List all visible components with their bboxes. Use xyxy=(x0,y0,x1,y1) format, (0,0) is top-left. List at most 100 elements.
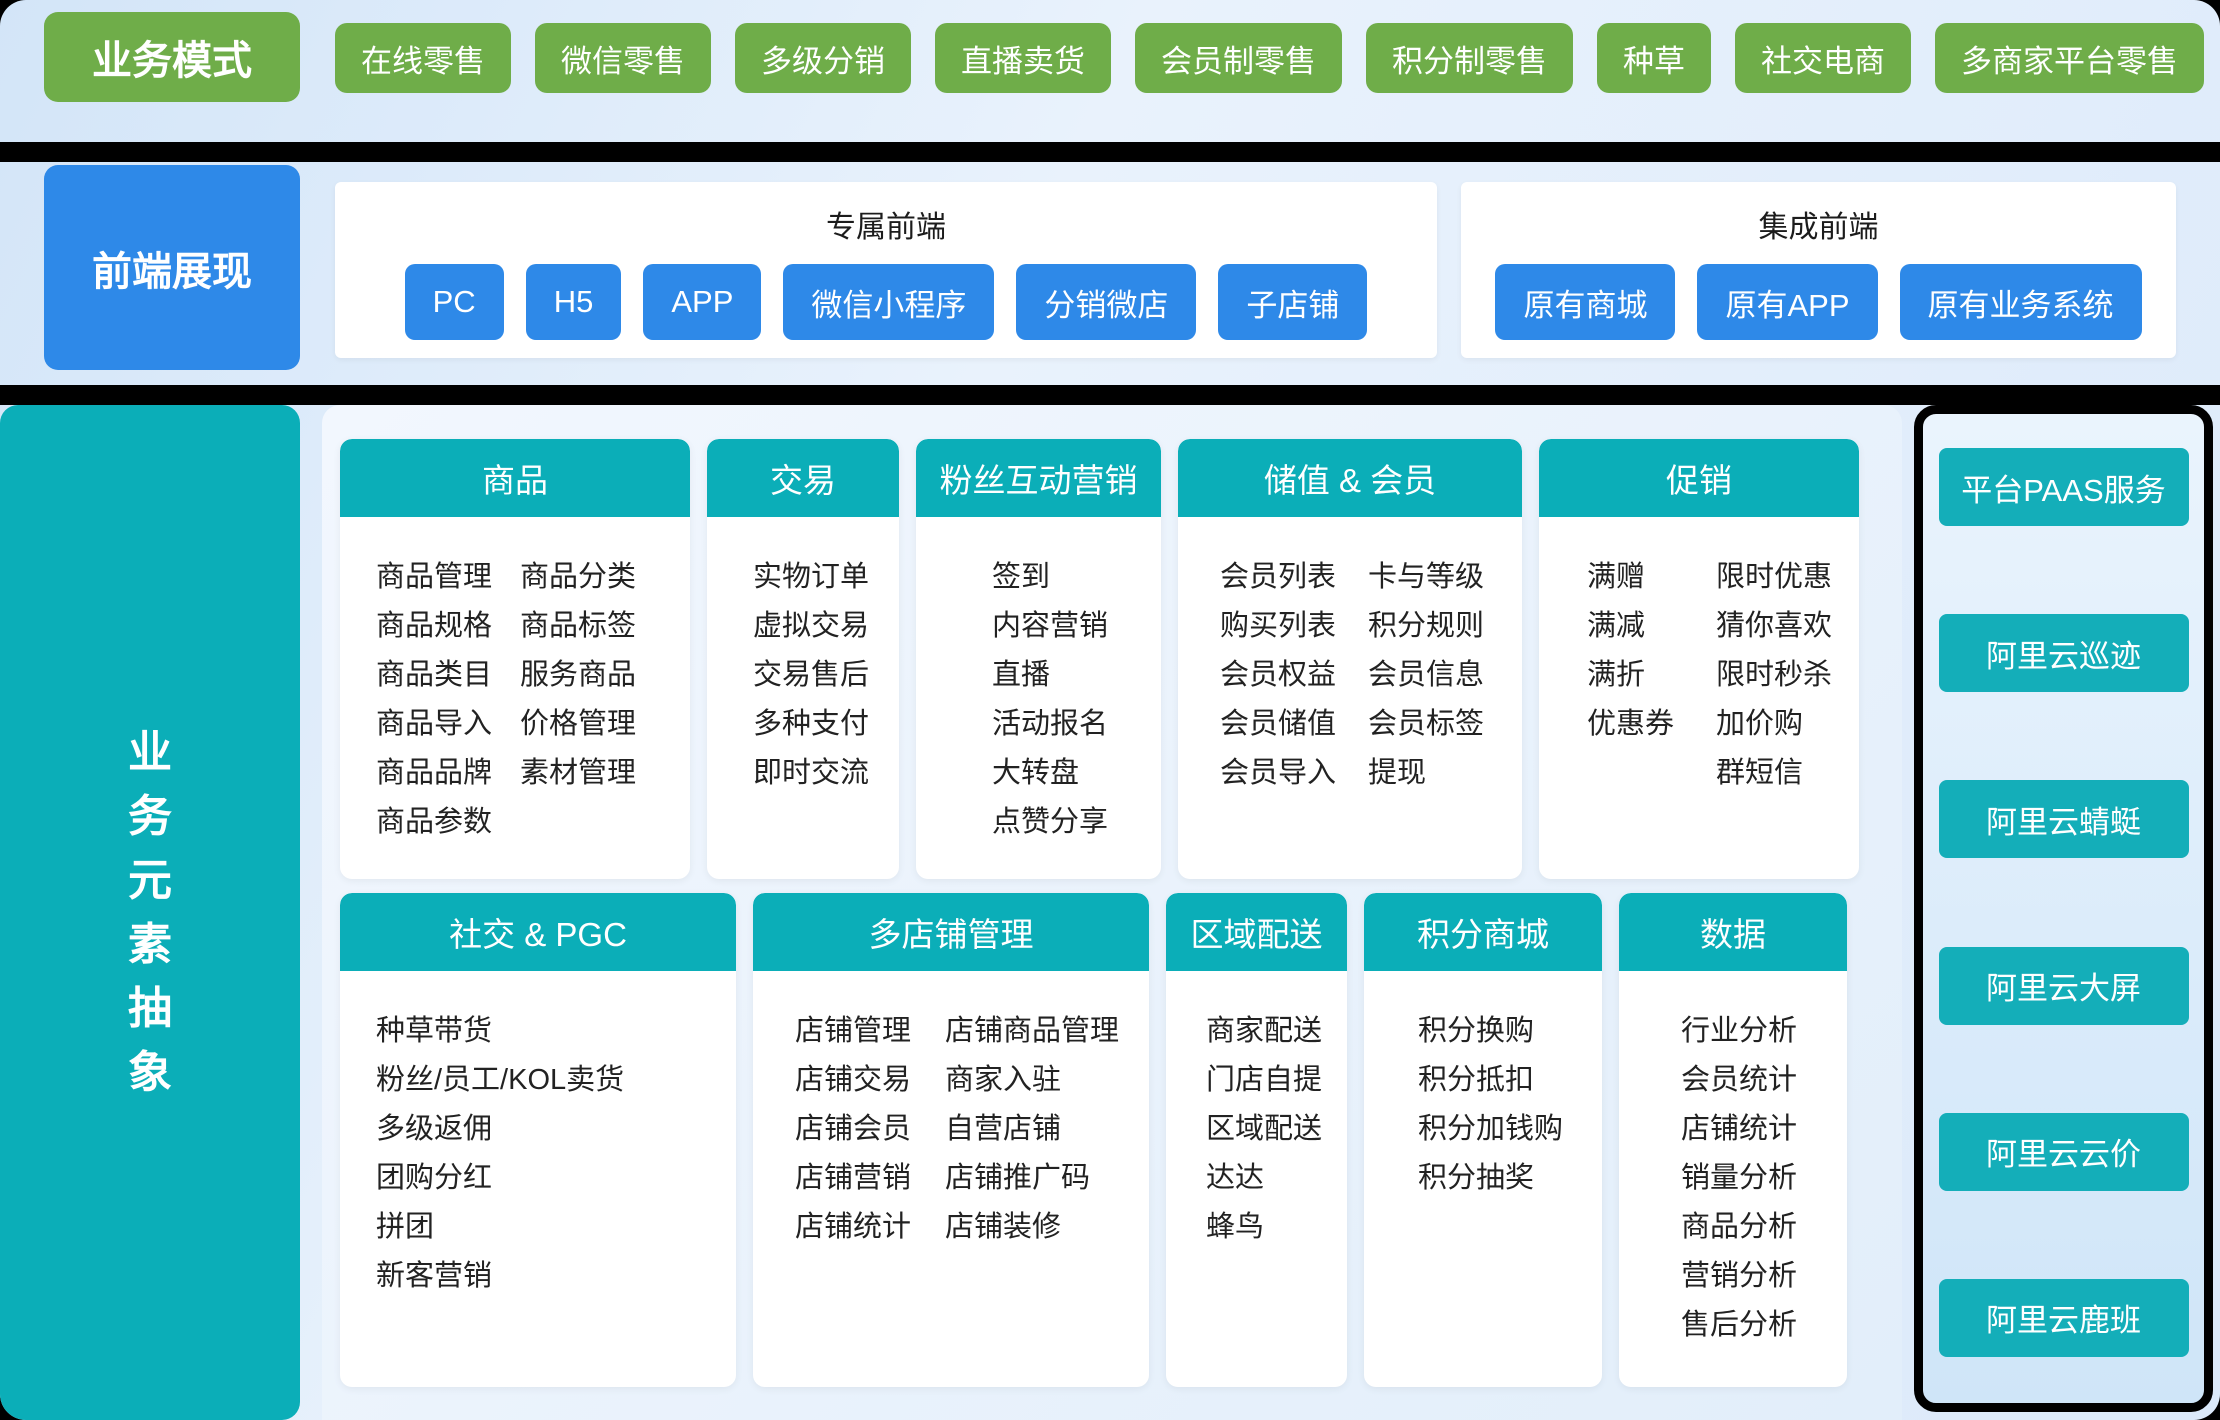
business-model-chip[interactable]: 在线零售 xyxy=(335,23,511,93)
feature-item: 店铺统计 xyxy=(795,1211,912,1243)
business-model-chip[interactable]: 社交电商 xyxy=(1735,23,1911,93)
feature-item: 交易售后 xyxy=(753,659,870,691)
feature-item: 积分抽奖 xyxy=(1418,1162,1535,1194)
feature-item: 商品分类 xyxy=(520,561,637,593)
feature-column: 签到内容营销直播活动报名大转盘点赞分享 xyxy=(992,553,1108,847)
business-model-label: 业务模式 xyxy=(44,12,300,102)
business-model-chip[interactable]: 直播卖货 xyxy=(935,23,1111,93)
frontend-chip[interactable]: 原有APP xyxy=(1697,264,1878,340)
card-title: 数据 xyxy=(1619,893,1847,971)
feature-item: 会员标签 xyxy=(1368,708,1485,740)
feature-item: 商品导入 xyxy=(376,708,493,740)
integrated-frontend-buttons: 原有商城原有APP 原有业务系统 xyxy=(1461,264,2176,340)
card-title: 促销 xyxy=(1539,439,1859,517)
card-body: 行业分析会员统计店铺统计销量分析商品分析营销分析售后分析 xyxy=(1619,971,1847,1350)
feature-item: 店铺推广码 xyxy=(945,1162,1091,1194)
feature-item: 即时交流 xyxy=(753,757,870,789)
paas-service-chip[interactable]: 阿里云云价 xyxy=(1938,1112,2189,1191)
feature-item: 拼团 xyxy=(376,1211,435,1243)
paas-service-chip[interactable]: 阿里云巡迹 xyxy=(1938,614,2189,693)
feature-column: 限时优惠猜你喜欢限时秒杀加价购群短信 xyxy=(1716,553,1832,798)
feature-item: 商品类目 xyxy=(376,659,493,691)
feature-item: 商品参数 xyxy=(376,806,493,838)
frontend-chip[interactable]: PC xyxy=(404,264,504,340)
paas-title-chip[interactable]: 平台PAAS服务 xyxy=(1938,448,2189,526)
card-body: 实物订单虚拟交易交易售后多种支付即时交流 xyxy=(707,517,899,798)
card-title: 粉丝互动营销 xyxy=(916,439,1161,517)
feature-item: 商家入驻 xyxy=(945,1064,1062,1096)
label-char: 业 xyxy=(128,727,172,777)
feature-item: 自营店铺 xyxy=(945,1113,1062,1145)
feature-column: 商品管理商品规格商品类目商品导入商品品牌商品参数 xyxy=(376,553,492,847)
business-model-chip[interactable]: 多商家平台零售 xyxy=(1935,23,2204,93)
feature-item: 店铺管理 xyxy=(795,1015,912,1047)
feature-item: 会员列表 xyxy=(1220,561,1337,593)
feature-item: 大转盘 xyxy=(992,757,1080,789)
business-model-chip[interactable]: 微信零售 xyxy=(535,23,711,93)
feature-column: 满赠满减满折优惠券 xyxy=(1587,553,1674,798)
element-card: 促销满赠满减满折优惠券限时优惠猜你喜欢限时秒杀加价购群短信 xyxy=(1539,439,1859,879)
label-char: 象 xyxy=(128,1047,172,1097)
feature-column: 种草带货粉丝/员工/KOL卖货多级返佣团购分红拼团新客营销 xyxy=(376,1007,624,1301)
business-model-chip[interactable]: 种草 xyxy=(1597,23,1711,93)
label-char: 元 xyxy=(128,855,172,905)
paas-service-chip[interactable]: 阿里云蜻蜓 xyxy=(1938,780,2189,859)
separator-bar xyxy=(0,142,2220,162)
feature-item: 会员信息 xyxy=(1368,659,1485,691)
card-title: 储值 & 会员 xyxy=(1178,439,1522,517)
feature-item: 多种支付 xyxy=(753,708,870,740)
feature-item: 加价购 xyxy=(1716,708,1804,740)
feature-item: 商品标签 xyxy=(520,610,637,642)
dedicated-frontend-buttons: PC H5 APP 微信小程序分销微店子店铺 xyxy=(335,264,1437,340)
feature-item: 门店自提 xyxy=(1206,1064,1323,1096)
card-body: 签到内容营销直播活动报名大转盘点赞分享 xyxy=(916,517,1161,847)
feature-item: 店铺统计 xyxy=(1681,1113,1798,1145)
feature-item: 商品管理 xyxy=(376,561,493,593)
frontend-chip[interactable]: 原有商城 xyxy=(1495,264,1676,340)
frontend-chip[interactable]: 微信小程序 xyxy=(783,264,995,340)
paas-service-chip[interactable]: 阿里云鹿班 xyxy=(1938,1278,2189,1357)
feature-item: 虚拟交易 xyxy=(753,610,870,642)
element-card: 区域配送商家配送门店自提区域配送达达蜂鸟 xyxy=(1166,893,1347,1387)
business-model-chip[interactable]: 多级分销 xyxy=(735,23,911,93)
feature-item: 商品品牌 xyxy=(376,757,493,789)
feature-item: 满减 xyxy=(1587,610,1646,642)
card-title: 交易 xyxy=(707,439,899,517)
feature-item: 商品分析 xyxy=(1681,1211,1798,1243)
feature-column: 行业分析会员统计店铺统计销量分析商品分析营销分析售后分析 xyxy=(1681,1007,1797,1350)
feature-item: 区域配送 xyxy=(1206,1113,1323,1145)
card-body: 满赠满减满折优惠券限时优惠猜你喜欢限时秒杀加价购群短信 xyxy=(1539,517,1859,798)
business-model-chip[interactable]: 会员制零售 xyxy=(1135,23,1342,93)
feature-item: 直播 xyxy=(992,659,1051,691)
feature-item: 粉丝/员工/KOL卖货 xyxy=(376,1064,625,1096)
feature-item: 会员导入 xyxy=(1220,757,1337,789)
frontend-chip[interactable]: 分销微店 xyxy=(1016,264,1197,340)
feature-item: 实物订单 xyxy=(753,561,870,593)
frontend-chip[interactable]: 子店铺 xyxy=(1218,264,1368,340)
feature-item: 商品规格 xyxy=(376,610,493,642)
label-char: 素 xyxy=(128,919,172,969)
feature-item: 营销分析 xyxy=(1681,1260,1798,1292)
feature-item: 满赠 xyxy=(1587,561,1646,593)
frontend-chip[interactable]: APP xyxy=(643,264,762,340)
frontend-chip[interactable]: 原有业务系统 xyxy=(1899,264,2142,340)
business-elements-label: 业务元素抽象 xyxy=(0,405,300,1420)
business-model-chip[interactable]: 积分制零售 xyxy=(1366,23,1573,93)
feature-item: 店铺营销 xyxy=(795,1162,912,1194)
card-body: 会员列表购买列表会员权益会员储值会员导入卡与等级积分规则会员信息会员标签提现 xyxy=(1178,517,1522,798)
paas-panel: 平台PAAS服务 阿里云巡迹 阿里云蜻蜓 阿里云大屏 阿里云云价 阿里云鹿班 xyxy=(1914,405,2213,1412)
feature-item: 新客营销 xyxy=(376,1260,493,1292)
feature-item: 种草带货 xyxy=(376,1015,493,1047)
feature-item: 店铺商品管理 xyxy=(945,1015,1120,1047)
frontend-chip[interactable]: H5 xyxy=(525,264,622,340)
card-title: 商品 xyxy=(340,439,690,517)
integrated-frontend-title: 集成前端 xyxy=(1758,211,1879,244)
feature-item: 优惠券 xyxy=(1587,708,1675,740)
paas-service-chip[interactable]: 阿里云大屏 xyxy=(1938,946,2189,1025)
element-card: 数据行业分析会员统计店铺统计销量分析商品分析营销分析售后分析 xyxy=(1619,893,1847,1387)
feature-item: 猜你喜欢 xyxy=(1716,610,1833,642)
feature-column: 会员列表购买列表会员权益会员储值会员导入 xyxy=(1220,553,1336,798)
